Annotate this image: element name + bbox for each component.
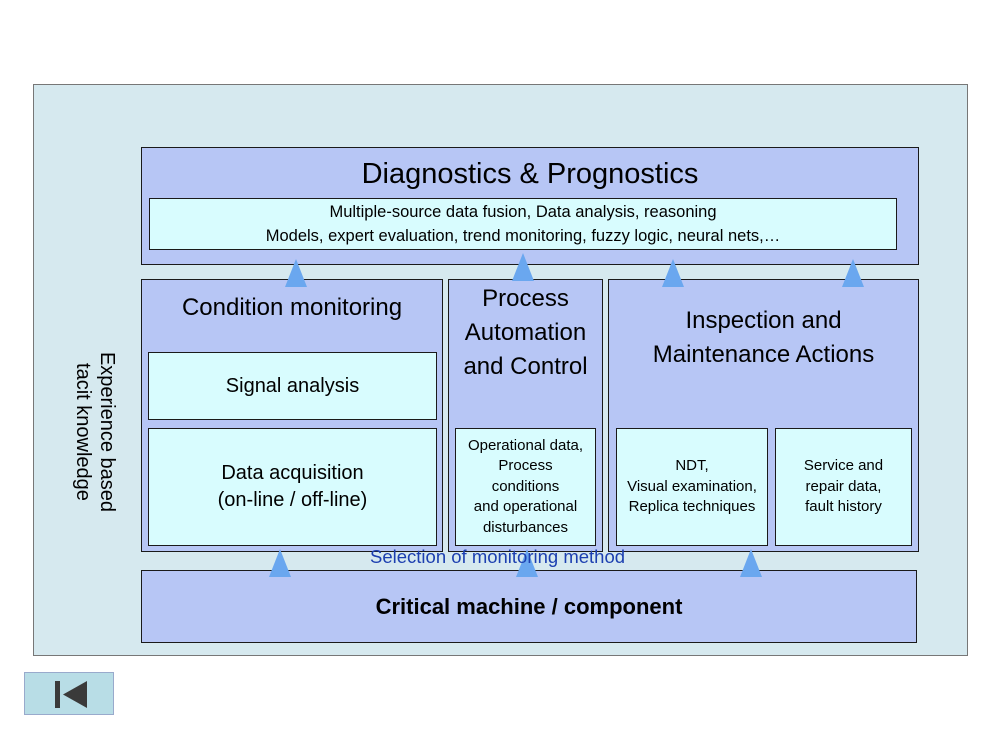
skip-to-start-button[interactable] [24, 672, 114, 715]
inspection-maintenance-box: Inspection and Maintenance Actions NDT, … [608, 279, 919, 552]
condition-monitoring-box: Condition monitoring Signal analysis Dat… [141, 279, 443, 552]
ndt-box: NDT, Visual examination, Replica techniq… [616, 428, 768, 546]
critical-machine-box: Critical machine / component [141, 570, 917, 643]
selection-method-label: Selection of monitoring method [370, 546, 626, 567]
diagnostics-title: Diagnostics & Prognostics [361, 158, 699, 190]
skip-to-start-icon [55, 681, 87, 708]
inspection-maintenance-title: Inspection and Maintenance Actions [652, 307, 875, 368]
arrow-up-icon [516, 549, 538, 577]
operational-data-box: Operational data, Process conditions and… [455, 428, 596, 546]
arrow-up-icon [269, 549, 291, 577]
service-repair-box: Service and repair data, fault history [775, 428, 912, 546]
signal-analysis-box: Signal analysis [148, 352, 437, 420]
process-automation-box: Process Automation and Control Operation… [448, 279, 603, 552]
data-acquisition-box: Data acquisition (on-line / off-line) [148, 428, 437, 546]
arrow-up-icon [285, 259, 307, 287]
arrow-up-icon [662, 259, 684, 287]
arrow-up-icon [842, 259, 864, 287]
condition-monitoring-title: Condition monitoring [181, 294, 403, 321]
arrow-up-icon [512, 253, 534, 281]
process-automation-title: Process Automation and Control [463, 285, 588, 380]
diagnostics-methods: Multiple-source data fusion, Data analys… [149, 198, 897, 250]
diagnostics-box: Diagnostics & Prognostics Multiple-sourc… [141, 147, 919, 265]
arrow-up-icon [740, 549, 762, 577]
side-label-tacit-knowledge: Experience based tacit knowledge [72, 351, 118, 513]
